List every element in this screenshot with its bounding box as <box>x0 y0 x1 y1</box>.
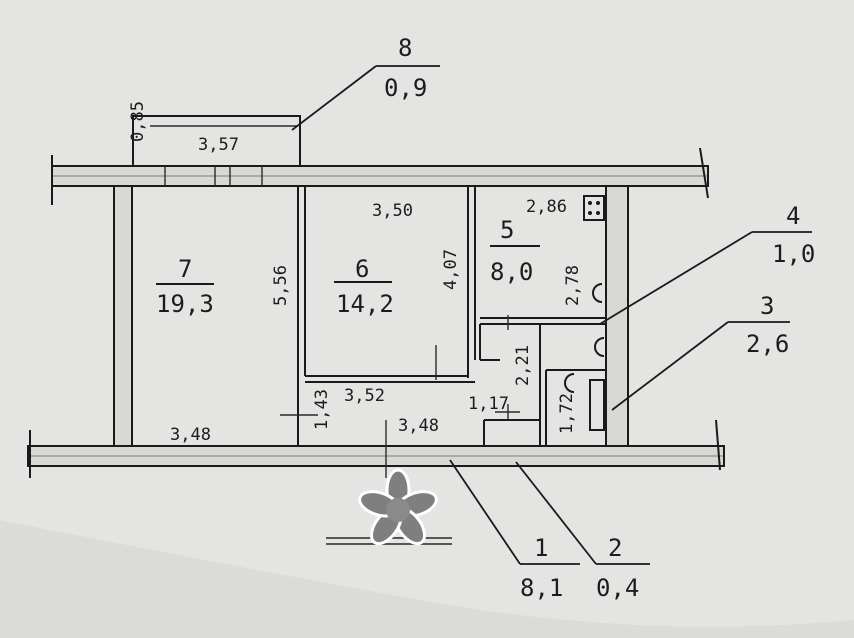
balcony-depth-label: 0,85 <box>128 101 148 142</box>
callout-4: 4 1,0 <box>772 202 815 268</box>
room-6-height-label: 4,07 <box>441 249 461 290</box>
exterior-walls <box>27 147 725 478</box>
right-wall <box>605 185 629 447</box>
room-7-height-label: 5,56 <box>271 265 291 306</box>
hall-depth-label: 1,43 <box>312 389 332 430</box>
callout-2: 2 0,4 <box>596 534 639 602</box>
room-5-number: 5 <box>500 216 514 244</box>
room-6: 3,50 6 14,2 4,07 <box>334 201 461 318</box>
interior-walls <box>297 186 606 446</box>
balcony-width-label: 3,57 <box>198 135 239 155</box>
washbasin-icon <box>594 337 605 357</box>
callout-4-area: 1,0 <box>772 240 815 268</box>
callout-1-area: 8,1 <box>520 574 563 602</box>
balcony-outline <box>132 115 301 166</box>
wc-width-label: 1,17 <box>468 394 509 414</box>
bath-width-label: 1,72 <box>557 393 577 434</box>
callout-2-number: 2 <box>608 534 622 562</box>
balcony: 0,85 3,57 <box>128 101 301 166</box>
hall-dimensions: 3,52 1,43 3,48 3,48 1,17 2,21 1,72 <box>170 345 577 478</box>
room-5: 2,86 5 8,0 2,78 <box>490 197 583 306</box>
callout-leaders <box>291 65 812 565</box>
room-7-area: 19,3 <box>156 290 214 318</box>
kitchen-height-label: 2,78 <box>563 265 583 306</box>
sink-icon <box>592 283 603 303</box>
bottom-wall <box>27 445 725 467</box>
room-6-width-label: 3,50 <box>372 201 413 221</box>
room-7-number: 7 <box>178 255 192 283</box>
callout-3-area: 2,6 <box>746 330 789 358</box>
kitchen-width-label: 2,86 <box>526 197 567 217</box>
room-7-bottom-label: 3,48 <box>170 425 211 445</box>
callout-3-number: 3 <box>760 292 774 320</box>
callout-8-number: 8 <box>398 34 412 62</box>
callout-1: 1 8,1 <box>520 534 563 602</box>
paper-fold-shadow <box>0 520 854 638</box>
room-5-area: 8,0 <box>490 258 533 286</box>
entrance-asterisk-icon <box>326 468 452 546</box>
bathroom-fixtures <box>564 337 605 431</box>
kitchen-fixtures <box>583 195 605 303</box>
toilet-icon <box>564 373 575 393</box>
callout-1-number: 1 <box>534 534 548 562</box>
bath-height-label: 2,21 <box>513 345 533 386</box>
callout-2-area: 0,4 <box>596 574 639 602</box>
room-6-area: 14,2 <box>336 290 394 318</box>
room-6-number: 6 <box>355 255 369 283</box>
stove-icon <box>583 195 605 221</box>
left-wall <box>113 185 133 447</box>
room-7: 7 19,3 5,56 <box>156 255 291 318</box>
callout-4-number: 4 <box>786 202 800 230</box>
bathtub-icon <box>589 379 605 431</box>
hall-width-label: 3,52 <box>344 386 385 406</box>
callout-8-area: 0,9 <box>384 74 427 102</box>
callout-3: 3 2,6 <box>746 292 789 358</box>
callout-8: 8 0,9 <box>384 34 427 102</box>
hall-bottom-label: 3,48 <box>398 416 439 436</box>
